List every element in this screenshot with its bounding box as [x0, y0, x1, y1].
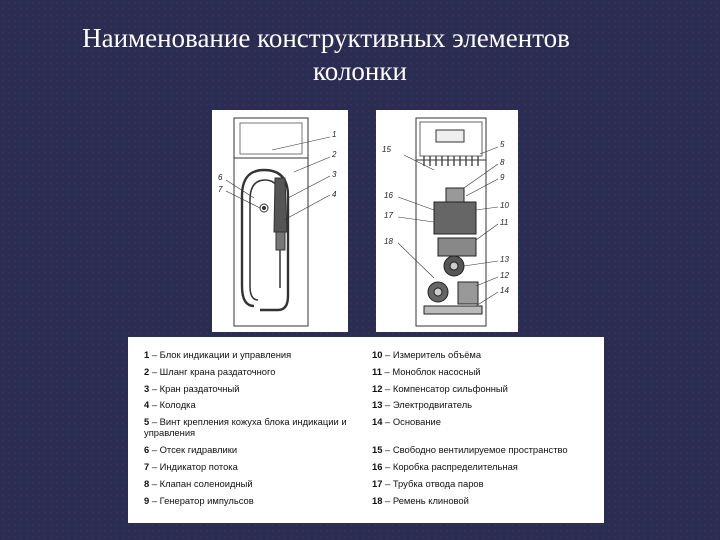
- fig-label: 12: [500, 271, 509, 280]
- title-line-2: колонки: [313, 56, 407, 86]
- fig-label: 11: [500, 218, 508, 227]
- legend-panel: 1 – Блок индикации и управления 2 – Шлан…: [128, 337, 604, 523]
- legend-item: 4 – Колодка: [144, 399, 196, 411]
- fig-label: 5: [500, 140, 505, 149]
- legend-item: 13 – Электродвигатель: [372, 399, 473, 411]
- legend-item: 5 – Винт крепления кожуха блока индикаци…: [144, 416, 347, 439]
- page-title: Наименование конструктивных элементов ко…: [0, 22, 720, 88]
- legend-item: 6 – Отсек гидравлики: [144, 444, 238, 456]
- legend-item: 9 – Генератор импульсов: [144, 494, 254, 506]
- fig-label: 2: [331, 150, 337, 159]
- legend-item: 17 – Трубка отвода паров: [372, 477, 484, 489]
- legend-item: 7 – Индикатор потока: [144, 460, 238, 472]
- fig-label: 7: [218, 185, 223, 194]
- legend-item: 15 – Свободно вентилируемое пространство: [372, 444, 568, 456]
- fig-label: 8: [500, 158, 505, 167]
- legend-item: 10 – Измеритель объёма: [372, 349, 482, 360]
- legend-item: 8 – Клапан соленоидный: [144, 477, 253, 489]
- legend-item: 14 – Основание: [372, 416, 441, 428]
- legend-item: 12 – Компенсатор сильфонный: [372, 382, 508, 394]
- dispenser-front-view-figure: 1 2 3 4 6 7: [212, 110, 348, 332]
- dispenser-internal-drawing: 15 5 8 9 16 10 17 11 18 13 12 14: [382, 117, 509, 327]
- fig-label: 9: [500, 173, 505, 182]
- dispenser-front-drawing: 1 2 3 4 6 7: [218, 117, 337, 327]
- fig-label: 16: [384, 191, 393, 200]
- legend-item: 1 – Блок индикации и управления: [144, 349, 292, 360]
- legend-column-right: 10 – Измеритель объёма 11 – Моноблок нас…: [372, 349, 602, 511]
- legend-item: 18 – Ремень клиновой: [372, 494, 469, 506]
- legend-item: 11 – Моноблок насосный: [372, 365, 481, 377]
- housing-outline: [233, 117, 309, 327]
- fig-label: 1: [332, 130, 336, 139]
- fig-label: 17: [384, 211, 393, 220]
- fig-label: 14: [500, 286, 509, 295]
- legend-item: 2 – Шланг крана раздаточного: [144, 365, 276, 377]
- dispenser-internal-view-figure: 15 5 8 9 16 10 17 11 18 13 12 14: [376, 110, 518, 332]
- legend-item: 3 – Кран раздаточный: [144, 382, 240, 394]
- fig-label: 15: [382, 145, 391, 154]
- fig-label: 10: [500, 201, 509, 210]
- legend-item: 16 – Коробка распределительная: [372, 460, 518, 472]
- fig-label: 4: [332, 190, 337, 199]
- fig-label: 18: [384, 237, 393, 246]
- legend-column-left: 1 – Блок индикации и управления 2 – Шлан…: [144, 349, 356, 511]
- fig-label: 3: [332, 170, 337, 179]
- fig-label: 6: [218, 173, 223, 182]
- fig-label: 13: [500, 255, 509, 264]
- title-line-1: Наименование конструктивных элементов: [82, 23, 570, 53]
